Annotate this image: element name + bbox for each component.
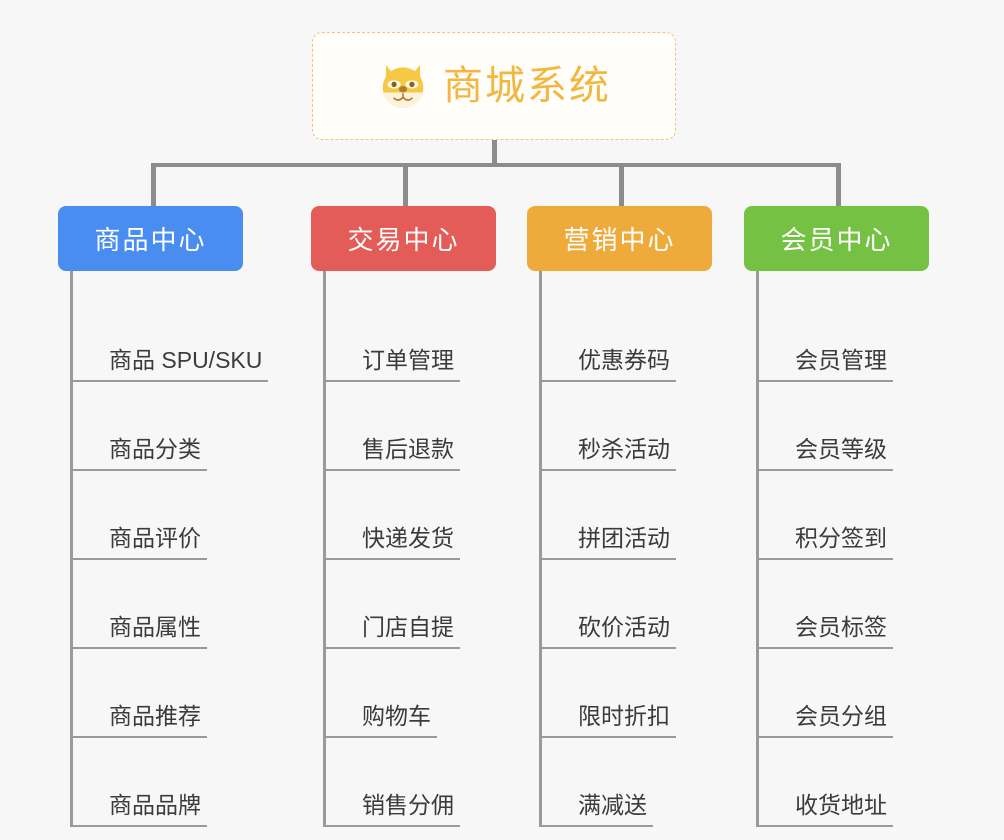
list-item[interactable]: 购物车 (326, 649, 541, 738)
leaf-label: 限时折扣 (578, 702, 670, 729)
branch-header-trade-center[interactable]: 交易中心 (311, 206, 496, 271)
leaf-label: 商品推荐 (109, 702, 201, 729)
leaf-label: 商品 SPU/SKU (109, 346, 263, 373)
branch-title: 商品中心 (94, 225, 207, 255)
leaf-label: 会员等级 (795, 435, 887, 462)
list-item[interactable]: 商品属性 (73, 560, 318, 649)
root-title: 商城系统 (443, 64, 611, 108)
list-item[interactable]: 商品评价 (73, 471, 318, 560)
list-item[interactable]: 会员等级 (759, 382, 974, 471)
list-item[interactable]: 会员标签 (759, 560, 974, 649)
connector-drop-4 (836, 163, 841, 206)
leaf-label: 购物车 (362, 702, 431, 729)
leaf-label: 快递发货 (362, 524, 454, 551)
dog-face-icon (382, 64, 424, 108)
branch-children-trade-center: 订单管理 售后退款 快递发货 门店自提 购物车 销售分佣 (323, 271, 541, 827)
connector-root-stem (492, 140, 497, 165)
list-item[interactable]: 拼团活动 (542, 471, 757, 560)
list-item[interactable]: 会员管理 (759, 293, 974, 382)
leaf-label: 售后退款 (362, 435, 454, 462)
list-item[interactable]: 会员分组 (759, 649, 974, 738)
leaf-label: 商品品牌 (109, 791, 201, 818)
leaf-label: 会员管理 (795, 346, 887, 373)
branch-header-product-center[interactable]: 商品中心 (58, 206, 243, 271)
leaf-label: 订单管理 (362, 346, 454, 373)
leaf-label: 门店自提 (362, 613, 454, 640)
list-item[interactable]: 门店自提 (326, 560, 541, 649)
branch-children-product-center: 商品 SPU/SKU 商品分类 商品评价 商品属性 商品推荐 商品品牌 (70, 271, 318, 827)
leaf-label: 收货地址 (795, 791, 887, 818)
list-item[interactable]: 商品推荐 (73, 649, 318, 738)
branch-member-center: 会员中心 会员管理 会员等级 积分签到 会员标签 会员分组 收货地址 (744, 206, 974, 827)
connector-drop-3 (619, 163, 624, 206)
list-item[interactable]: 商品品牌 (73, 738, 318, 827)
branch-header-marketing-center[interactable]: 营销中心 (527, 206, 712, 271)
leaf-label: 会员标签 (795, 613, 887, 640)
list-item[interactable]: 限时折扣 (542, 649, 757, 738)
branch-header-member-center[interactable]: 会员中心 (744, 206, 929, 271)
leaf-label: 优惠券码 (578, 346, 670, 373)
branch-product-center: 商品中心 商品 SPU/SKU 商品分类 商品评价 商品属性 商品推荐 商品品牌 (58, 206, 318, 827)
list-item[interactable]: 订单管理 (326, 293, 541, 382)
leaf-label: 商品属性 (109, 613, 201, 640)
list-item[interactable]: 快递发货 (326, 471, 541, 560)
leaf-label: 销售分佣 (362, 791, 454, 818)
list-item[interactable]: 满减送 (542, 738, 757, 827)
leaf-label: 积分签到 (795, 524, 887, 551)
list-item[interactable]: 积分签到 (759, 471, 974, 560)
branch-title: 交易中心 (347, 225, 460, 255)
leaf-label: 会员分组 (795, 702, 887, 729)
connector-horizontal-bus (151, 163, 839, 167)
branch-marketing-center: 营销中心 优惠券码 秒杀活动 拼团活动 砍价活动 限时折扣 满减送 (527, 206, 757, 827)
branch-title: 营销中心 (563, 225, 676, 255)
branch-children-marketing-center: 优惠券码 秒杀活动 拼团活动 砍价活动 限时折扣 满减送 (539, 271, 757, 827)
branch-children-member-center: 会员管理 会员等级 积分签到 会员标签 会员分组 收货地址 (756, 271, 974, 827)
list-item[interactable]: 商品 SPU/SKU (73, 293, 318, 382)
branch-title: 会员中心 (780, 225, 893, 255)
list-item[interactable]: 销售分佣 (326, 738, 541, 827)
list-item[interactable]: 售后退款 (326, 382, 541, 471)
list-item[interactable]: 商品分类 (73, 382, 318, 471)
list-item[interactable]: 秒杀活动 (542, 382, 757, 471)
leaf-label: 商品评价 (109, 524, 201, 551)
connector-drop-1 (151, 163, 156, 206)
leaf-label: 秒杀活动 (578, 435, 670, 462)
leaf-label: 拼团活动 (578, 524, 670, 551)
list-item[interactable]: 砍价活动 (542, 560, 757, 649)
leaf-label: 商品分类 (109, 435, 201, 462)
root-node[interactable]: 商城系统 (312, 32, 676, 140)
list-item[interactable]: 收货地址 (759, 738, 974, 827)
leaf-label: 满减送 (578, 791, 647, 818)
connector-drop-2 (403, 163, 408, 206)
leaf-label: 砍价活动 (578, 613, 670, 640)
list-item[interactable]: 优惠券码 (542, 293, 757, 382)
branch-trade-center: 交易中心 订单管理 售后退款 快递发货 门店自提 购物车 销售分佣 (311, 206, 541, 827)
